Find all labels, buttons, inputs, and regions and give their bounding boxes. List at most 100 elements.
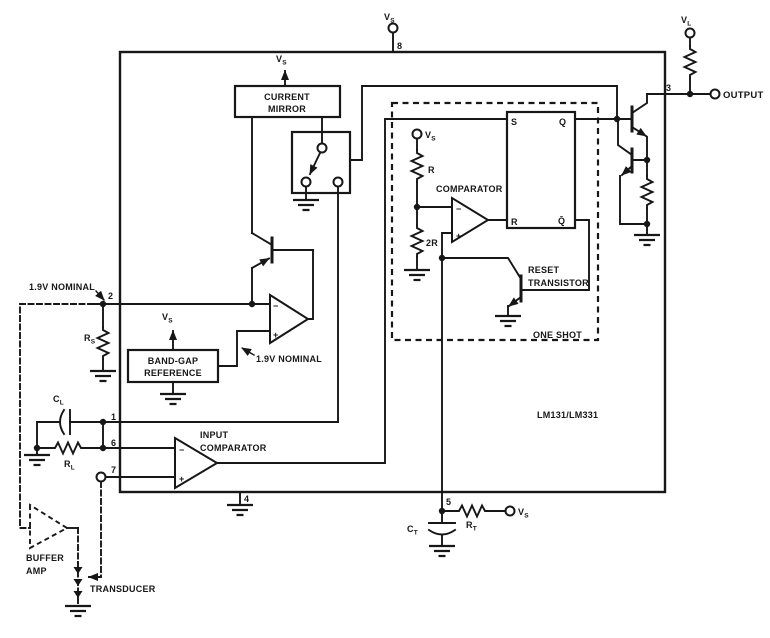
input-comparator-opamp: − + INPUT COMPARATOR — [174, 430, 267, 490]
flip-flop-q-label: Q — [559, 117, 566, 127]
ground-symbol — [63, 604, 93, 618]
label-one-shot-comparator: COMPARATOR — [436, 184, 503, 194]
pin-3-label: 3 — [666, 83, 671, 93]
resistor-vl-pullup — [683, 45, 697, 79]
ground-symbol — [493, 314, 523, 328]
pin-6-label: 6 — [111, 438, 116, 448]
pin-8-label: 8 — [397, 41, 402, 51]
rs-label: RS — [84, 333, 96, 346]
wire-t1-collector — [630, 93, 648, 115]
label-input-comparator-line1: INPUT — [200, 430, 229, 440]
wire-reset-collector — [441, 257, 523, 281]
r-label: R — [428, 165, 435, 175]
switch-left-contact — [300, 176, 312, 188]
ground-symbol — [402, 268, 432, 282]
current-switch — [290, 130, 352, 195]
resistor-rs — [96, 326, 110, 360]
label-reset-transistor-line2: TRANSISTOR — [528, 278, 589, 288]
label-band-gap-line2: REFERENCE — [144, 368, 202, 378]
resistor-output-pulldown — [640, 175, 654, 209]
label-transducer: TRANSDUCER — [90, 584, 156, 594]
label-band-gap-line1: BAND-GAP — [148, 356, 199, 366]
ct-label: CT — [407, 524, 418, 537]
ground-symbol — [632, 233, 662, 247]
2r-label: 2R — [426, 238, 438, 248]
terminal-vs-one-shot — [411, 128, 423, 140]
pin-2-label: 2 — [108, 291, 113, 301]
reference-opamp-plus: + — [273, 330, 279, 340]
wire-bandgap-out — [217, 330, 271, 367]
wire-t2e-down — [619, 175, 648, 225]
label-input-comparator-line2: COMPARATOR — [200, 443, 267, 453]
resistors — [51, 45, 697, 518]
terminal-vs-rt — [504, 505, 516, 517]
vs-pin8-label: VS — [384, 12, 395, 25]
wire-comp-plus — [441, 232, 453, 259]
one-shot-comparator-plus: + — [456, 231, 462, 241]
transducer-symbol: TRANSDUCER — [73, 567, 156, 598]
wire-t2-collector — [617, 120, 634, 157]
wire-reset-emitter — [507, 295, 523, 308]
resistor-rl — [51, 441, 85, 455]
ground-symbol — [88, 369, 118, 383]
vs-band-gap-label: VS — [162, 312, 173, 325]
switch-right-contact — [332, 176, 344, 188]
wire-t2-emitter — [620, 164, 634, 177]
cl-label: CL — [53, 394, 64, 407]
vs-current-mirror-label: VS — [276, 54, 287, 67]
wire-pin1-pin6 — [102, 421, 339, 449]
ground-symbol — [427, 544, 457, 558]
wire-input-network — [36, 421, 104, 456]
vl-label: VL — [681, 15, 691, 28]
wire-dashed-pin7-to-transducer — [88, 481, 102, 581]
label-current-mirror-line2: MIRROR — [268, 104, 306, 114]
reference-opamp-minus: − — [273, 301, 279, 311]
flip-flop-s-label: S — [511, 117, 517, 127]
vs-one-shot-label: VS — [425, 130, 436, 143]
terminal-vs-pin8 — [387, 22, 399, 34]
wire-ref-emitter — [250, 257, 271, 270]
terminal-pin7 — [95, 471, 107, 483]
nominal-reference-label: 1.9V NOMINAL — [256, 354, 322, 364]
external-buffer-amp: BUFFER AMP — [26, 503, 69, 576]
rl-label: RL — [64, 459, 75, 472]
band-gap-reference-block: BAND-GAP REFERENCE — [126, 348, 220, 384]
resistor-r — [410, 149, 424, 183]
pin-7-label: 7 — [111, 465, 116, 475]
ground-symbol — [158, 392, 188, 406]
wire-qbar-to-reset — [520, 219, 590, 291]
capacitor-cl — [59, 408, 71, 436]
label-current-mirror-line1: CURRENT — [264, 92, 310, 102]
flip-flop-qbar-label: Q̄ — [558, 216, 565, 226]
nominal-left-pointer — [95, 290, 105, 301]
rt-label: RT — [466, 520, 477, 533]
reference-opamp: − + — [269, 293, 310, 345]
label-one-shot: ONE SHOT — [533, 330, 582, 340]
wire-switch-to-q — [349, 85, 618, 161]
switch-top-contact — [316, 142, 328, 154]
part-label: LM131/LM331 — [537, 410, 598, 420]
nominal-reference-pointer — [241, 347, 255, 356]
output-label: OUTPUT — [723, 90, 764, 101]
pin-1-label: 1 — [111, 412, 116, 422]
current-mirror-block: CURRENT MIRROR — [233, 84, 342, 119]
pin-5-label: 5 — [446, 497, 451, 507]
vs-rt-label: VS — [518, 507, 529, 520]
labels: VS 8 VL 3 OUTPUT VS VS 1.9V NOMINAL 1.9V… — [29, 12, 764, 537]
resistor-rt — [455, 504, 489, 518]
label-buffer-amp-line1: BUFFER — [26, 553, 64, 563]
input-comparator-minus: − — [179, 445, 185, 455]
wire-divider — [416, 138, 453, 271]
flip-flop-r-label: R — [511, 217, 518, 227]
one-shot-comparator-minus: − — [456, 204, 462, 214]
wire-ref-collector — [250, 231, 274, 247]
switch-arm — [308, 151, 322, 176]
input-comparator-plus: + — [179, 474, 185, 484]
label-reset-transistor-line1: RESET — [528, 265, 560, 275]
wires — [36, 31, 712, 547]
wire-dashed-pin2-to-buffer — [19, 303, 94, 529]
resistor-2r — [410, 224, 424, 258]
terminals — [95, 22, 721, 517]
